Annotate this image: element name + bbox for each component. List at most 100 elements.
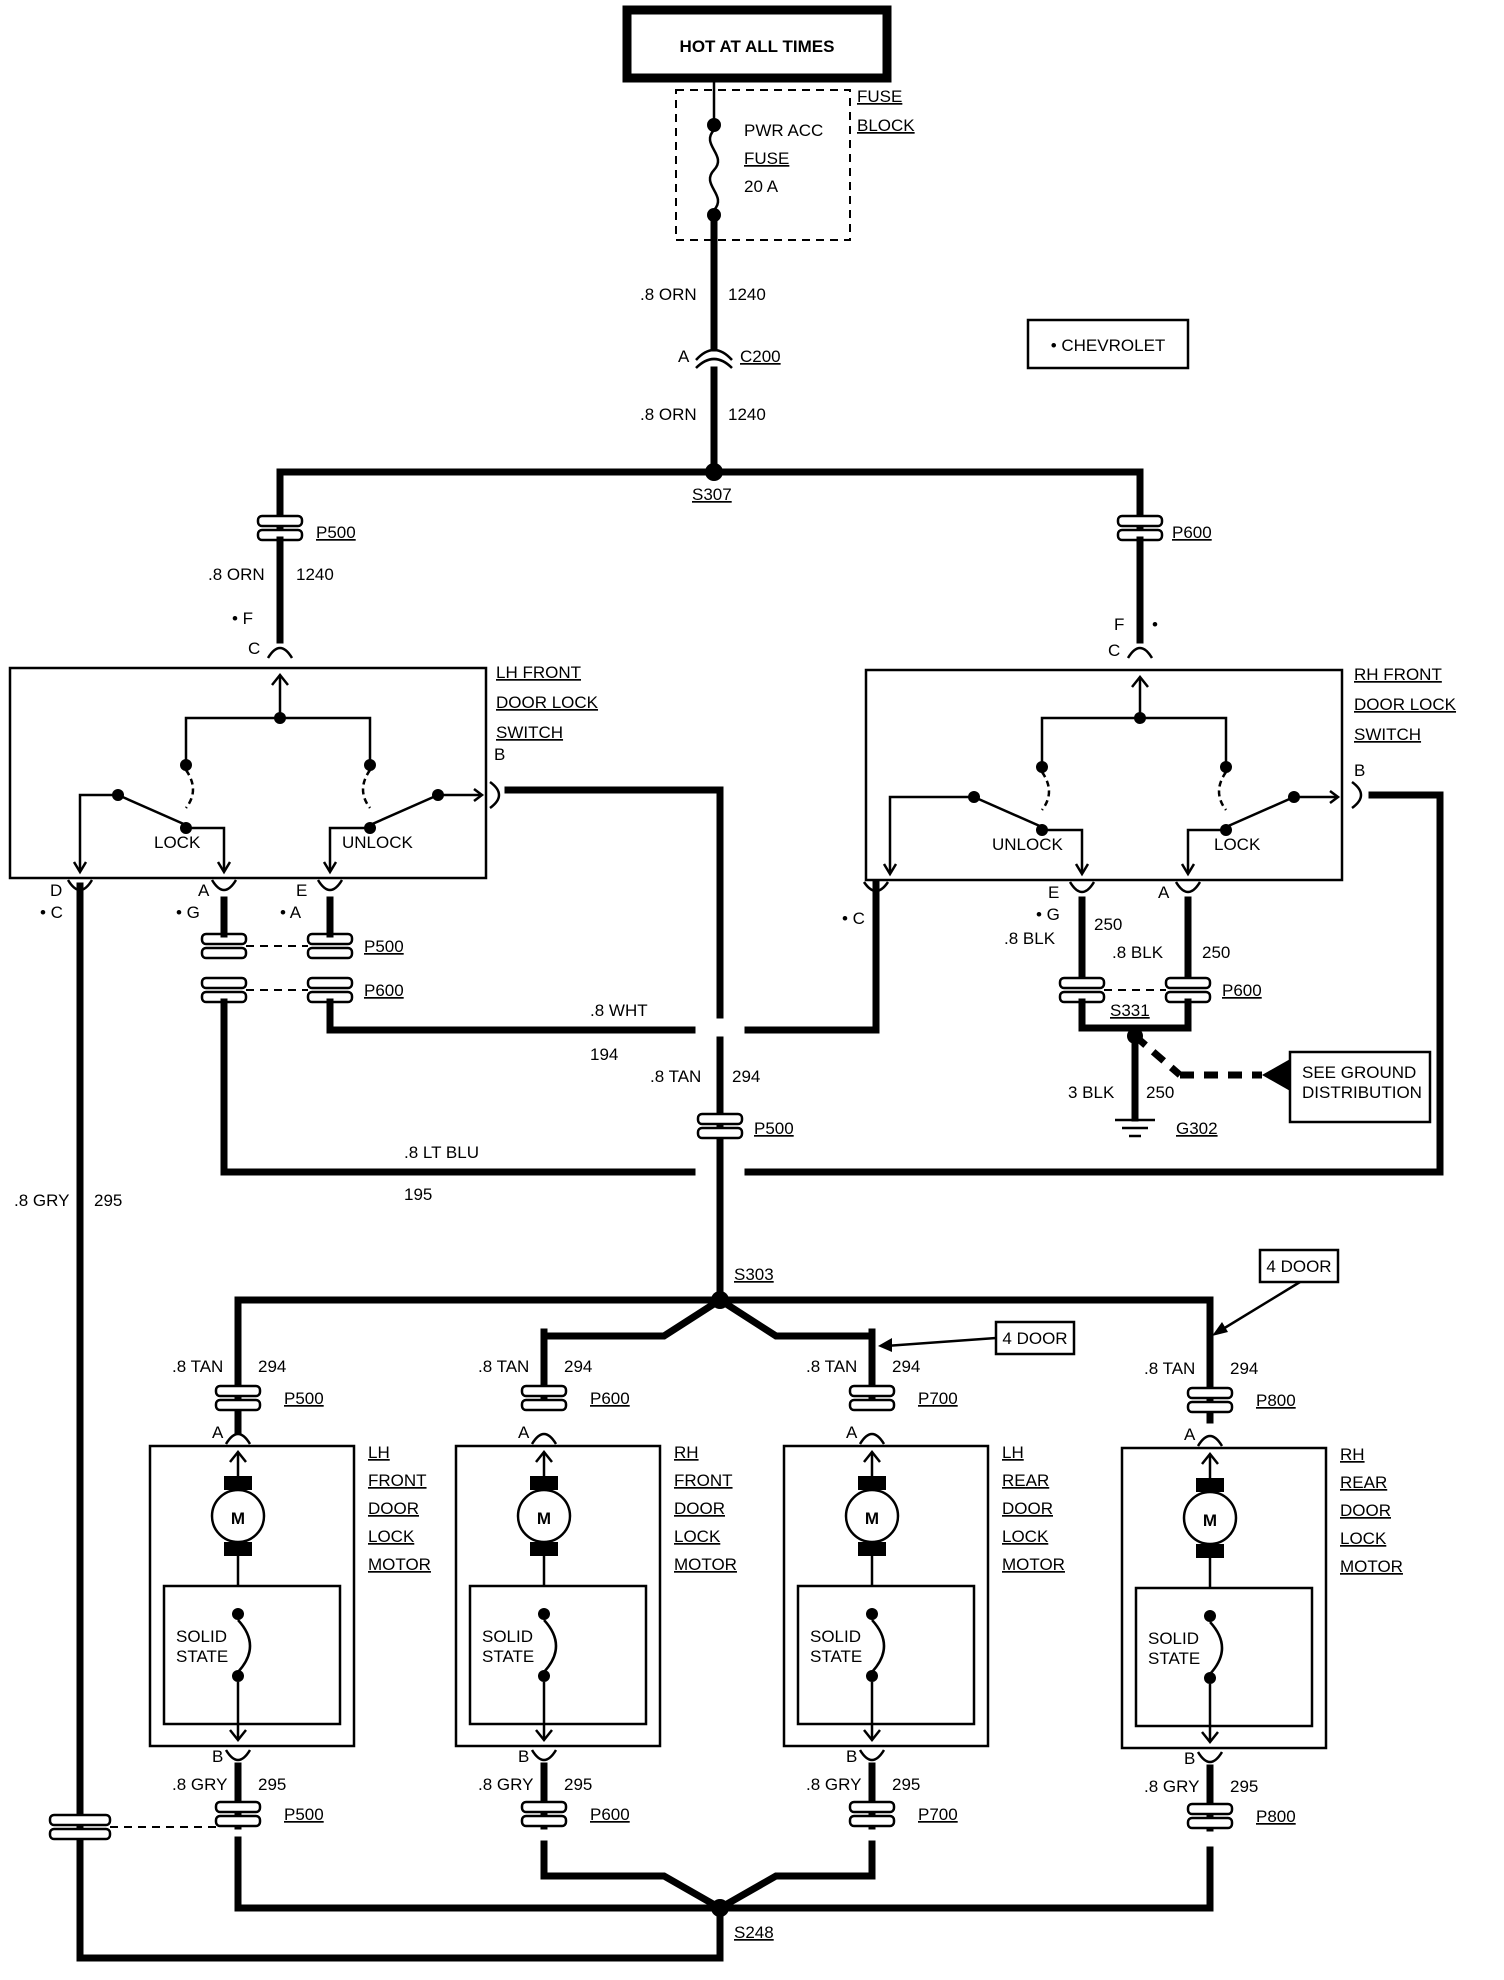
rh-switch-label-3: SWITCH: [1354, 725, 1421, 744]
lh-switch-label-2: DOOR LOCK: [496, 693, 599, 712]
solid-state-label-2: STATE: [810, 1647, 862, 1666]
lh-lock-label: LOCK: [154, 833, 201, 852]
lh-pin-d: D: [50, 881, 62, 900]
lh-switch-bottom-pins: D • C A • G E • A P500 P600: [40, 879, 404, 1004]
motor-top-connector: P500: [284, 1389, 324, 1408]
power-source-label: HOT AT ALL TIMES: [680, 37, 835, 56]
rh-switch-feed: P600 F • C: [1108, 514, 1212, 660]
motor-bottom-connector: P600: [590, 1805, 630, 1824]
ground-wire: 3 BLK: [1068, 1083, 1115, 1102]
g302-ground: G302: [1176, 1119, 1218, 1138]
rh-right-wire: .8 BLK: [1112, 943, 1164, 962]
motor-name-line: REAR: [1002, 1471, 1049, 1490]
ground-circuit: 250: [1146, 1083, 1174, 1102]
lh-switch-label-1: LH FRONT: [496, 663, 581, 682]
fuse-rating: 20 A: [744, 177, 779, 196]
motor-name-line: DOOR: [1002, 1499, 1053, 1518]
motor-bottom-connector: P500: [284, 1805, 324, 1824]
motor-name-line: RH: [1340, 1445, 1365, 1464]
motor-name-line: FRONT: [674, 1471, 733, 1490]
motor-symbol: M: [865, 1509, 879, 1528]
four-door-callout-2: 4 DOOR: [1002, 1329, 1067, 1348]
lh-feed-circuit: 1240: [296, 565, 334, 584]
motor-top-wire: .8 TAN: [806, 1357, 857, 1376]
rh-lock-label: LOCK: [1214, 835, 1261, 854]
motor-top-connector: P700: [918, 1389, 958, 1408]
gry-circuit-label: 295: [94, 1191, 122, 1210]
motor-name-line: MOTOR: [1340, 1557, 1403, 1576]
motor-name-line: LOCK: [368, 1527, 415, 1546]
motor-name-line: REAR: [1340, 1473, 1387, 1492]
motor-bottom-wire: .8 GRY: [806, 1775, 861, 1794]
rh-left-circuit: 250: [1094, 915, 1122, 934]
motor-bottom-circuit: 295: [564, 1775, 592, 1794]
motor-top-circuit: 294: [1230, 1359, 1258, 1378]
lh-pin-top-a: • F: [232, 609, 253, 628]
motor-pin-a: A: [1184, 1425, 1196, 1444]
s248-return: S248: [234, 1836, 1214, 1942]
lh-pin-a-alt: • G: [176, 903, 200, 922]
motor-top-circuit: 294: [892, 1357, 920, 1376]
motor-bottom-wire: .8 GRY: [172, 1775, 227, 1794]
feed-lower-wire: .8 ORN: [640, 405, 697, 424]
rh-pin-a: A: [1158, 883, 1170, 902]
solid-state-label-1: SOLID: [1148, 1629, 1199, 1648]
rh-right-circuit: 250: [1202, 943, 1230, 962]
motor-name-line: LOCK: [674, 1527, 721, 1546]
motor-name-line: MOTOR: [674, 1555, 737, 1574]
motor-name-line: LOCK: [1340, 1529, 1387, 1548]
lh-pin-top-b: C: [248, 639, 260, 658]
motor-name-line: FRONT: [368, 1471, 427, 1490]
motor-top-circuit: 294: [258, 1357, 286, 1376]
motor-pin-a: A: [212, 1423, 224, 1442]
rh-pin-b: B: [1354, 761, 1365, 780]
motor-name-line: DOOR: [1340, 1501, 1391, 1520]
rh-front-door-lock-switch: RH FRONT DOOR LOCK SWITCH UNLOCK LOCK: [864, 665, 1457, 882]
lh-pin-b: B: [494, 745, 505, 764]
rh-switch-ground-branch: E • G A .8 BLK 250 .8 BLK 250 P600 S331 …: [1004, 881, 1432, 1138]
lh-feed-wire: .8 ORN: [208, 565, 265, 584]
motor-symbol: M: [537, 1509, 551, 1528]
motor-name-line: DOOR: [674, 1499, 725, 1518]
tan-circuit-label: 294: [732, 1067, 760, 1086]
rh-pin-top-star: •: [1152, 615, 1158, 634]
lh-pin-e-alt: • A: [280, 903, 302, 922]
solid-state-label-1: SOLID: [810, 1627, 861, 1646]
wht-wire-label: .8 WHT: [590, 1001, 648, 1020]
motor-name-line: DOOR: [368, 1499, 419, 1518]
motor-pin-b: B: [212, 1747, 223, 1766]
s303-splice: S303: [734, 1265, 774, 1284]
four-door-callout-1: 4 DOOR: [1266, 1257, 1331, 1276]
motor-pin-b: B: [518, 1747, 529, 1766]
motor-pin-b: B: [1184, 1749, 1195, 1768]
motor-symbol: M: [1203, 1511, 1217, 1530]
motor-top-wire: .8 TAN: [478, 1357, 529, 1376]
c200-pin: A: [678, 347, 690, 366]
lh-front-door-lock-switch: LH FRONT DOOR LOCK SWITCH LOCK UNLOCK: [8, 663, 599, 880]
s307-splice: S307: [692, 485, 732, 504]
fuse-name-2: FUSE: [744, 149, 789, 168]
motor-name-line: LH: [368, 1443, 390, 1462]
lh-p500-label: P500: [364, 937, 404, 956]
lh-switch-feed: P500 .8 ORN 1240 • F C: [208, 514, 356, 659]
motor-bottom-connector: P700: [918, 1805, 958, 1824]
motor-top-circuit: 294: [564, 1357, 592, 1376]
ltblu-wire-label: .8 LT BLU: [404, 1143, 479, 1162]
gry-wire-label: .8 GRY: [14, 1191, 69, 1210]
solid-state-label-2: STATE: [176, 1647, 228, 1666]
motor-bottom-circuit: 295: [1230, 1777, 1258, 1796]
lh-feed-connector: P500: [316, 523, 356, 542]
fuse-block-label-1: FUSE: [857, 87, 902, 106]
feed-upper-wire: .8 ORN: [640, 285, 697, 304]
rh-pin-e-alt: • G: [1036, 905, 1060, 924]
lh-unlock-label: UNLOCK: [342, 833, 414, 852]
motor-name-line: LH: [1002, 1443, 1024, 1462]
motor-name-line: RH: [674, 1443, 699, 1462]
lh-pin-e: E: [296, 881, 307, 900]
rh-pin-top-a: F: [1114, 615, 1124, 634]
motor-bottom-wire: .8 GRY: [1144, 1777, 1199, 1796]
rh-pin-e: E: [1048, 883, 1059, 902]
motor-bottom-connector: P800: [1256, 1807, 1296, 1826]
